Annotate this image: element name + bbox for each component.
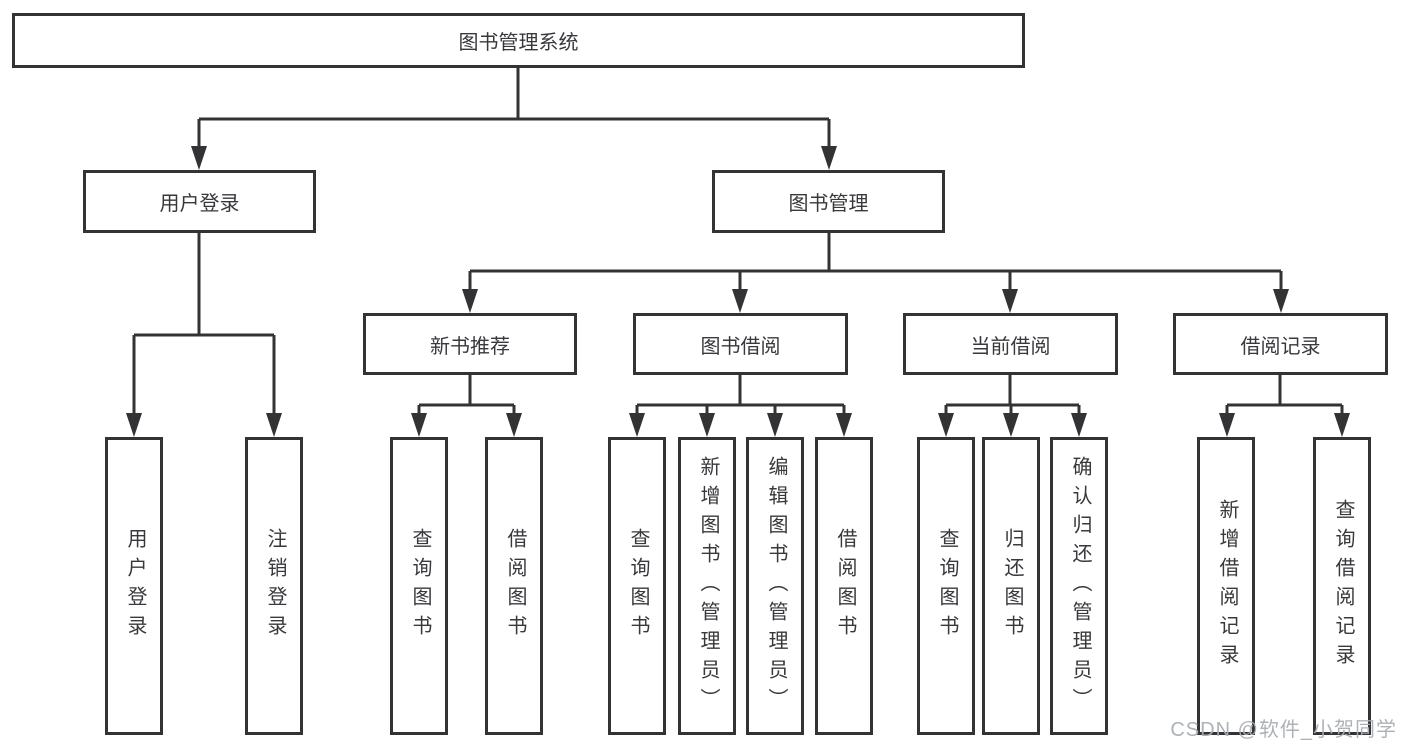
leaf-logout: 注销登录	[245, 437, 303, 735]
leaf-add-borrow-record: 新增借阅记录	[1197, 437, 1255, 735]
leaf-query-book-3: 查询图书	[917, 437, 975, 735]
leaf-query-book-2: 查询图书	[608, 437, 666, 735]
leaf-query-book-1: 查询图书	[390, 437, 448, 735]
node-book-borrowing: 图书借阅	[633, 313, 848, 375]
arrowheads	[126, 146, 1350, 437]
leaf-query-borrow-record: 查询借阅记录	[1313, 437, 1371, 735]
node-root: 图书管理系统	[12, 13, 1025, 68]
node-new-book-recommend: 新书推荐	[363, 313, 577, 375]
leaf-borrow-book-1: 借阅图书	[485, 437, 543, 735]
node-current-borrowing: 当前借阅	[903, 313, 1118, 375]
node-borrowing-records: 借阅记录	[1173, 313, 1388, 375]
node-user-login: 用户登录	[83, 170, 316, 233]
leaf-edit-book-admin: 编辑图书（管理员）	[746, 437, 804, 735]
csdn-watermark: CSDN @软件_小贺同学	[1170, 719, 1397, 741]
leaf-return-book: 归还图书	[982, 437, 1040, 735]
leaf-borrow-book-2: 借阅图书	[815, 437, 873, 735]
node-book-management: 图书管理	[712, 170, 945, 233]
connector-paths	[132, 68, 1344, 420]
leaf-add-book-admin: 新增图书（管理员）	[678, 437, 736, 735]
leaf-user-login: 用户登录	[105, 437, 163, 735]
leaf-confirm-return-admin: 确认归还（管理员）	[1050, 437, 1108, 735]
